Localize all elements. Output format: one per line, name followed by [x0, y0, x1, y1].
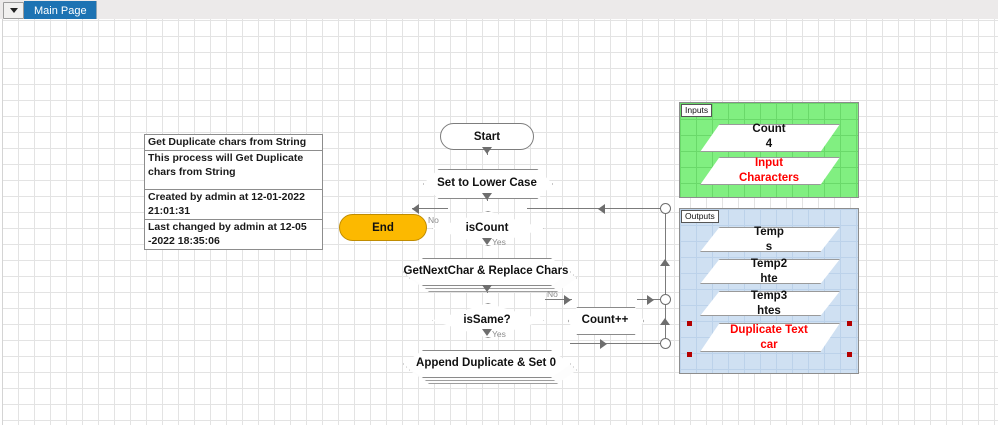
chevron-down-icon [10, 8, 18, 13]
selection-handle-top-right[interactable] [847, 321, 852, 326]
output-data-node-0[interactable] [700, 227, 840, 252]
output-data-node-1[interactable] [700, 259, 840, 284]
note-spacer [145, 180, 322, 189]
selection-handle-bottom-right[interactable] [847, 352, 852, 357]
edge-append-to-connector [570, 343, 665, 344]
input-data-node-1[interactable] [700, 157, 840, 185]
edge-return-spine-arrow-lower [660, 318, 670, 325]
note-description-line2: chars from String [145, 166, 322, 180]
edge-getnextchar-to-issame-arrow [482, 285, 492, 292]
process-description-note[interactable]: Get Duplicate chars from String This pro… [144, 134, 323, 250]
edge-return-spine-arrow-upper [660, 259, 670, 266]
node-append-duplicate[interactable] [403, 350, 569, 376]
input-data-node-0[interactable] [700, 124, 840, 152]
connector-node-top[interactable] [660, 203, 671, 214]
selection-handle-bottom-left[interactable] [687, 352, 692, 357]
node-getnextchar[interactable] [403, 258, 569, 284]
tab-list-dropdown-button[interactable] [3, 2, 24, 19]
edge-append-to-connector-arrow [600, 339, 607, 349]
note-description-line1: This process will Get Duplicate [145, 151, 322, 166]
edge-start-to-lowercase-arrow [482, 147, 492, 154]
edge-return-to-iscount-arrow [598, 204, 605, 214]
edge-return-to-iscount [527, 208, 666, 209]
edge-iscount-yes-arrow [482, 238, 492, 245]
note-title: Get Duplicate chars from String [145, 135, 322, 150]
note-changed-line1: Last changed by admin at 12-05 [145, 220, 322, 235]
node-end[interactable] [339, 214, 427, 241]
note-created-line2: 21:01:31 [145, 205, 322, 219]
edge-iscount-no-arrow [412, 204, 419, 214]
node-getnextchar-shape [403, 258, 571, 286]
node-count-increment-shape [568, 307, 644, 335]
edge-label-iscount-yes: Yes [492, 237, 506, 247]
edge-label-issame-yes: Yes [492, 329, 506, 339]
tab-main-page-label: Main Page [34, 5, 87, 17]
edge-countpp-to-connector-arrow [647, 295, 654, 305]
group-outputs-tag: Outputs [681, 210, 719, 223]
node-start[interactable] [440, 123, 534, 150]
edge-lowercase-to-iscount-arrow [482, 193, 492, 200]
group-inputs-tag: Inputs [681, 104, 712, 117]
output-data-node-2[interactable] [700, 291, 840, 316]
connector-node-bottom[interactable] [660, 338, 671, 349]
note-created-line1: Created by admin at 12-01-2022 [145, 190, 322, 205]
note-changed-line2: -2022 18:35:06 [145, 235, 322, 249]
tab-bar: Main Page [0, 0, 998, 20]
tab-main-page[interactable]: Main Page [24, 1, 96, 19]
node-count-increment[interactable] [568, 307, 642, 333]
edge-issame-yes-arrow [482, 329, 492, 336]
edge-label-iscount-no: No [428, 215, 439, 225]
diagram-canvas[interactable]: Get Duplicate chars from String This pro… [0, 19, 998, 425]
selection-handle-top-left[interactable] [687, 321, 692, 326]
edge-label-issame-no: No [547, 289, 558, 299]
node-append-duplicate-shape [403, 350, 571, 378]
connector-node-middle[interactable] [660, 294, 671, 305]
edge-issame-no-arrow [564, 295, 571, 305]
output-data-node-3[interactable] [700, 323, 840, 352]
